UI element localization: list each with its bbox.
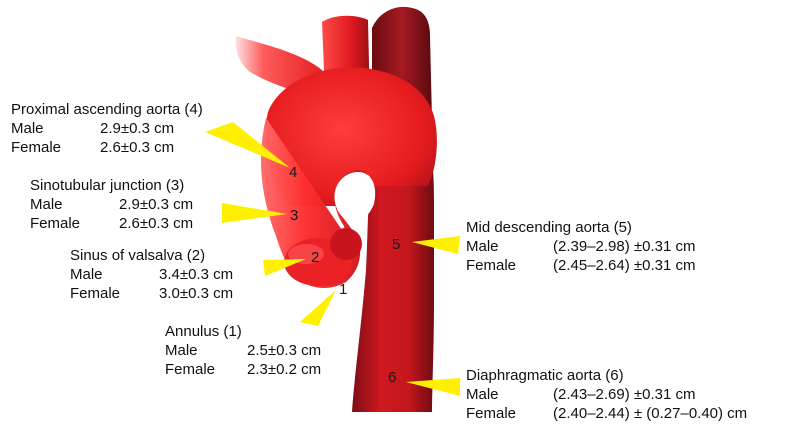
- label-mid-descending: Mid descending aorta (5) Male(2.39–2.98)…: [466, 218, 695, 275]
- male-value: (2.39–2.98) ±0.31 cm: [553, 238, 695, 255]
- marker-6: 6: [388, 369, 396, 386]
- male-label: Male: [466, 237, 553, 256]
- female-label: Female: [70, 284, 159, 303]
- male-label: Male: [165, 341, 247, 360]
- marker-4: 4: [289, 164, 297, 181]
- marker-2: 2: [311, 249, 319, 266]
- female-value: 2.3±0.2 cm: [247, 361, 321, 378]
- female-value: 2.6±0.3 cm: [119, 215, 193, 232]
- female-value: (2.45–2.64) ±0.31 cm: [553, 257, 695, 274]
- label-title: Mid descending aorta (5): [466, 218, 695, 237]
- label-title: Proximal ascending aorta (4): [11, 100, 203, 119]
- label-title: Annulus (1): [165, 322, 321, 341]
- female-label: Female: [11, 138, 100, 157]
- male-value: 2.9±0.3 cm: [119, 196, 193, 213]
- pointer-1: [300, 290, 336, 326]
- marker-1: 1: [339, 281, 347, 298]
- marker-3: 3: [290, 207, 298, 224]
- male-value: (2.43–2.69) ±0.31 cm: [553, 386, 695, 403]
- male-value: 2.5±0.3 cm: [247, 342, 321, 359]
- male-value: 2.9±0.3 cm: [100, 120, 174, 137]
- male-label: Male: [11, 119, 100, 138]
- female-label: Female: [466, 404, 553, 423]
- label-title: Diaphragmatic aorta (6): [466, 366, 747, 385]
- label-title: Sinus of valsalva (2): [70, 246, 233, 265]
- male-label: Male: [30, 195, 119, 214]
- female-value: (2.40–2.44) ± (0.27–0.40) cm: [553, 405, 747, 422]
- male-value: 3.4±0.3 cm: [159, 266, 233, 283]
- male-label: Male: [466, 385, 553, 404]
- sinus-lobe: [330, 228, 362, 260]
- female-label: Female: [466, 256, 553, 275]
- female-value: 2.6±0.3 cm: [100, 139, 174, 156]
- label-title: Sinotubular junction (3): [30, 176, 193, 195]
- female-value: 3.0±0.3 cm: [159, 285, 233, 302]
- male-label: Male: [70, 265, 159, 284]
- female-label: Female: [30, 214, 119, 233]
- female-label: Female: [165, 360, 247, 379]
- label-diaphragmatic: Diaphragmatic aorta (6) Male(2.43–2.69) …: [466, 366, 747, 423]
- marker-5: 5: [392, 236, 400, 253]
